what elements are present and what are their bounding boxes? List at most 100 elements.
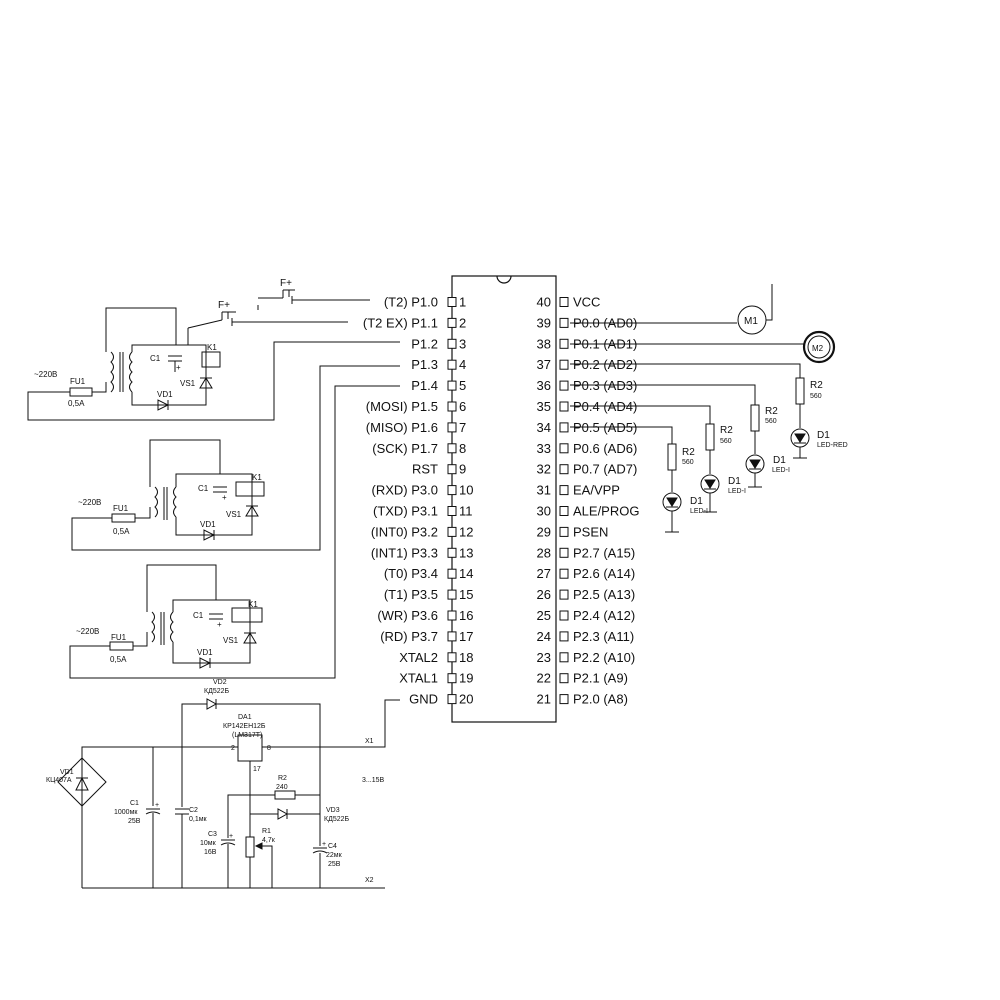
- pin-number: 31: [537, 483, 551, 498]
- svg-text:VD1: VD1: [60, 769, 74, 776]
- svg-text:C1: C1: [198, 484, 209, 493]
- pin-label: P2.5 (A13): [573, 587, 635, 602]
- pin-number: 40: [537, 295, 551, 310]
- pin-number: 38: [537, 336, 551, 351]
- pin-number: 23: [537, 650, 551, 665]
- svg-text:~220B: ~220B: [76, 627, 99, 636]
- svg-text:LED-RED: LED-RED: [817, 442, 848, 449]
- pin-label: VCC: [573, 295, 600, 310]
- pin-number: 37: [537, 357, 551, 372]
- svg-text:R2: R2: [720, 425, 733, 436]
- pin-number: 35: [537, 399, 551, 414]
- relay-circuit-1-labels: ~220B FU1 0,5A C1 + K1 VS1 VD1: [34, 343, 217, 408]
- led-branch-ad3: [570, 384, 765, 488]
- svg-text:1000мк: 1000мк: [114, 809, 138, 816]
- pin-label: P2.3 (A11): [573, 629, 634, 644]
- motor-m2: [570, 330, 836, 364]
- svg-text:+: +: [217, 620, 222, 629]
- svg-text:4,7к: 4,7к: [262, 837, 276, 844]
- svg-text:LED-I: LED-I: [690, 508, 708, 515]
- svg-text:VS1: VS1: [180, 379, 196, 388]
- svg-text:R2: R2: [765, 406, 778, 417]
- relay-circuit-3: [69, 385, 400, 679]
- svg-text:2: 2: [231, 745, 235, 752]
- svg-text:VD1: VD1: [200, 520, 216, 529]
- pin-label: P2.1 (A9): [573, 671, 628, 686]
- pin-number: 16: [459, 608, 473, 623]
- svg-text:K1: K1: [248, 600, 258, 609]
- svg-text:КД522Б: КД522Б: [324, 816, 349, 823]
- svg-text:560: 560: [810, 393, 822, 400]
- pin-label: (MOSI) P1.5: [366, 399, 438, 414]
- svg-text:+: +: [155, 802, 159, 809]
- svg-text:D1: D1: [728, 476, 741, 487]
- pin-label: XTAL2: [399, 650, 438, 665]
- svg-text:C3: C3: [208, 831, 217, 838]
- switch-sw2-label: F+: [280, 278, 292, 289]
- svg-text:X1: X1: [365, 738, 374, 745]
- relay-circuit-2: [71, 365, 400, 551]
- pin-label: GND: [409, 692, 438, 707]
- pin-number: 1: [459, 295, 466, 310]
- svg-text:10мк: 10мк: [200, 840, 217, 847]
- pin-label: P2.6 (A14): [573, 566, 635, 581]
- pin-label: (TXD) P3.1: [373, 504, 438, 519]
- chip-pin-left: (T2) P1.0 1: [384, 295, 466, 310]
- led-branch-ad4: [570, 405, 720, 513]
- pin-label: XTAL1: [399, 671, 438, 686]
- pin-number: 2: [459, 315, 466, 330]
- svg-text:25В: 25В: [328, 861, 341, 868]
- led-branch-red-labels: R2 560 D1 LED-RED: [810, 380, 848, 449]
- svg-text:0,5A: 0,5A: [113, 527, 130, 536]
- microcontroller-chip: [451, 275, 557, 723]
- svg-text:VD2: VD2: [213, 679, 227, 686]
- pin-number: 10: [459, 483, 473, 498]
- pin-number: 36: [537, 378, 551, 393]
- chip-pin-left: (T2 EX) P1.1 2: [363, 315, 466, 330]
- svg-text:+: +: [229, 833, 233, 840]
- pin-label: P2.4 (A12): [573, 608, 635, 623]
- svg-text:C1: C1: [130, 800, 139, 807]
- svg-text:22мк: 22мк: [326, 852, 343, 859]
- pin-number: 24: [537, 629, 551, 644]
- chip-pin-right: 24 P2.3 (A11): [537, 629, 635, 644]
- pin-label: (MISO) P1.6: [366, 420, 438, 435]
- pin-number: 26: [537, 587, 551, 602]
- pin-label: (T2) P1.0: [384, 295, 438, 310]
- power-supply: [57, 698, 400, 889]
- svg-text:КЦ407А: КЦ407А: [46, 777, 72, 784]
- pin-label: (T2 EX) P1.1: [363, 315, 438, 330]
- pin-number: 39: [537, 315, 551, 330]
- pin-label: P2.2 (A10): [573, 650, 635, 665]
- svg-text:D1: D1: [817, 430, 830, 441]
- relay-circuit-1: [27, 307, 400, 421]
- pin-label: (INT0) P3.2: [371, 524, 438, 539]
- pin-number: 21: [537, 692, 551, 707]
- svg-text:VS1: VS1: [226, 510, 242, 519]
- svg-text:DA1: DA1: [238, 714, 252, 721]
- pin-number: 30: [537, 504, 551, 519]
- svg-text:0,5A: 0,5A: [110, 655, 127, 664]
- pin-label: P1.2: [411, 336, 438, 351]
- svg-text:240: 240: [276, 784, 288, 791]
- pin-label: RST: [412, 462, 438, 477]
- svg-text:(LM317T): (LM317T): [232, 732, 262, 739]
- svg-text:LED-I: LED-I: [772, 467, 790, 474]
- svg-text:+: +: [222, 493, 227, 502]
